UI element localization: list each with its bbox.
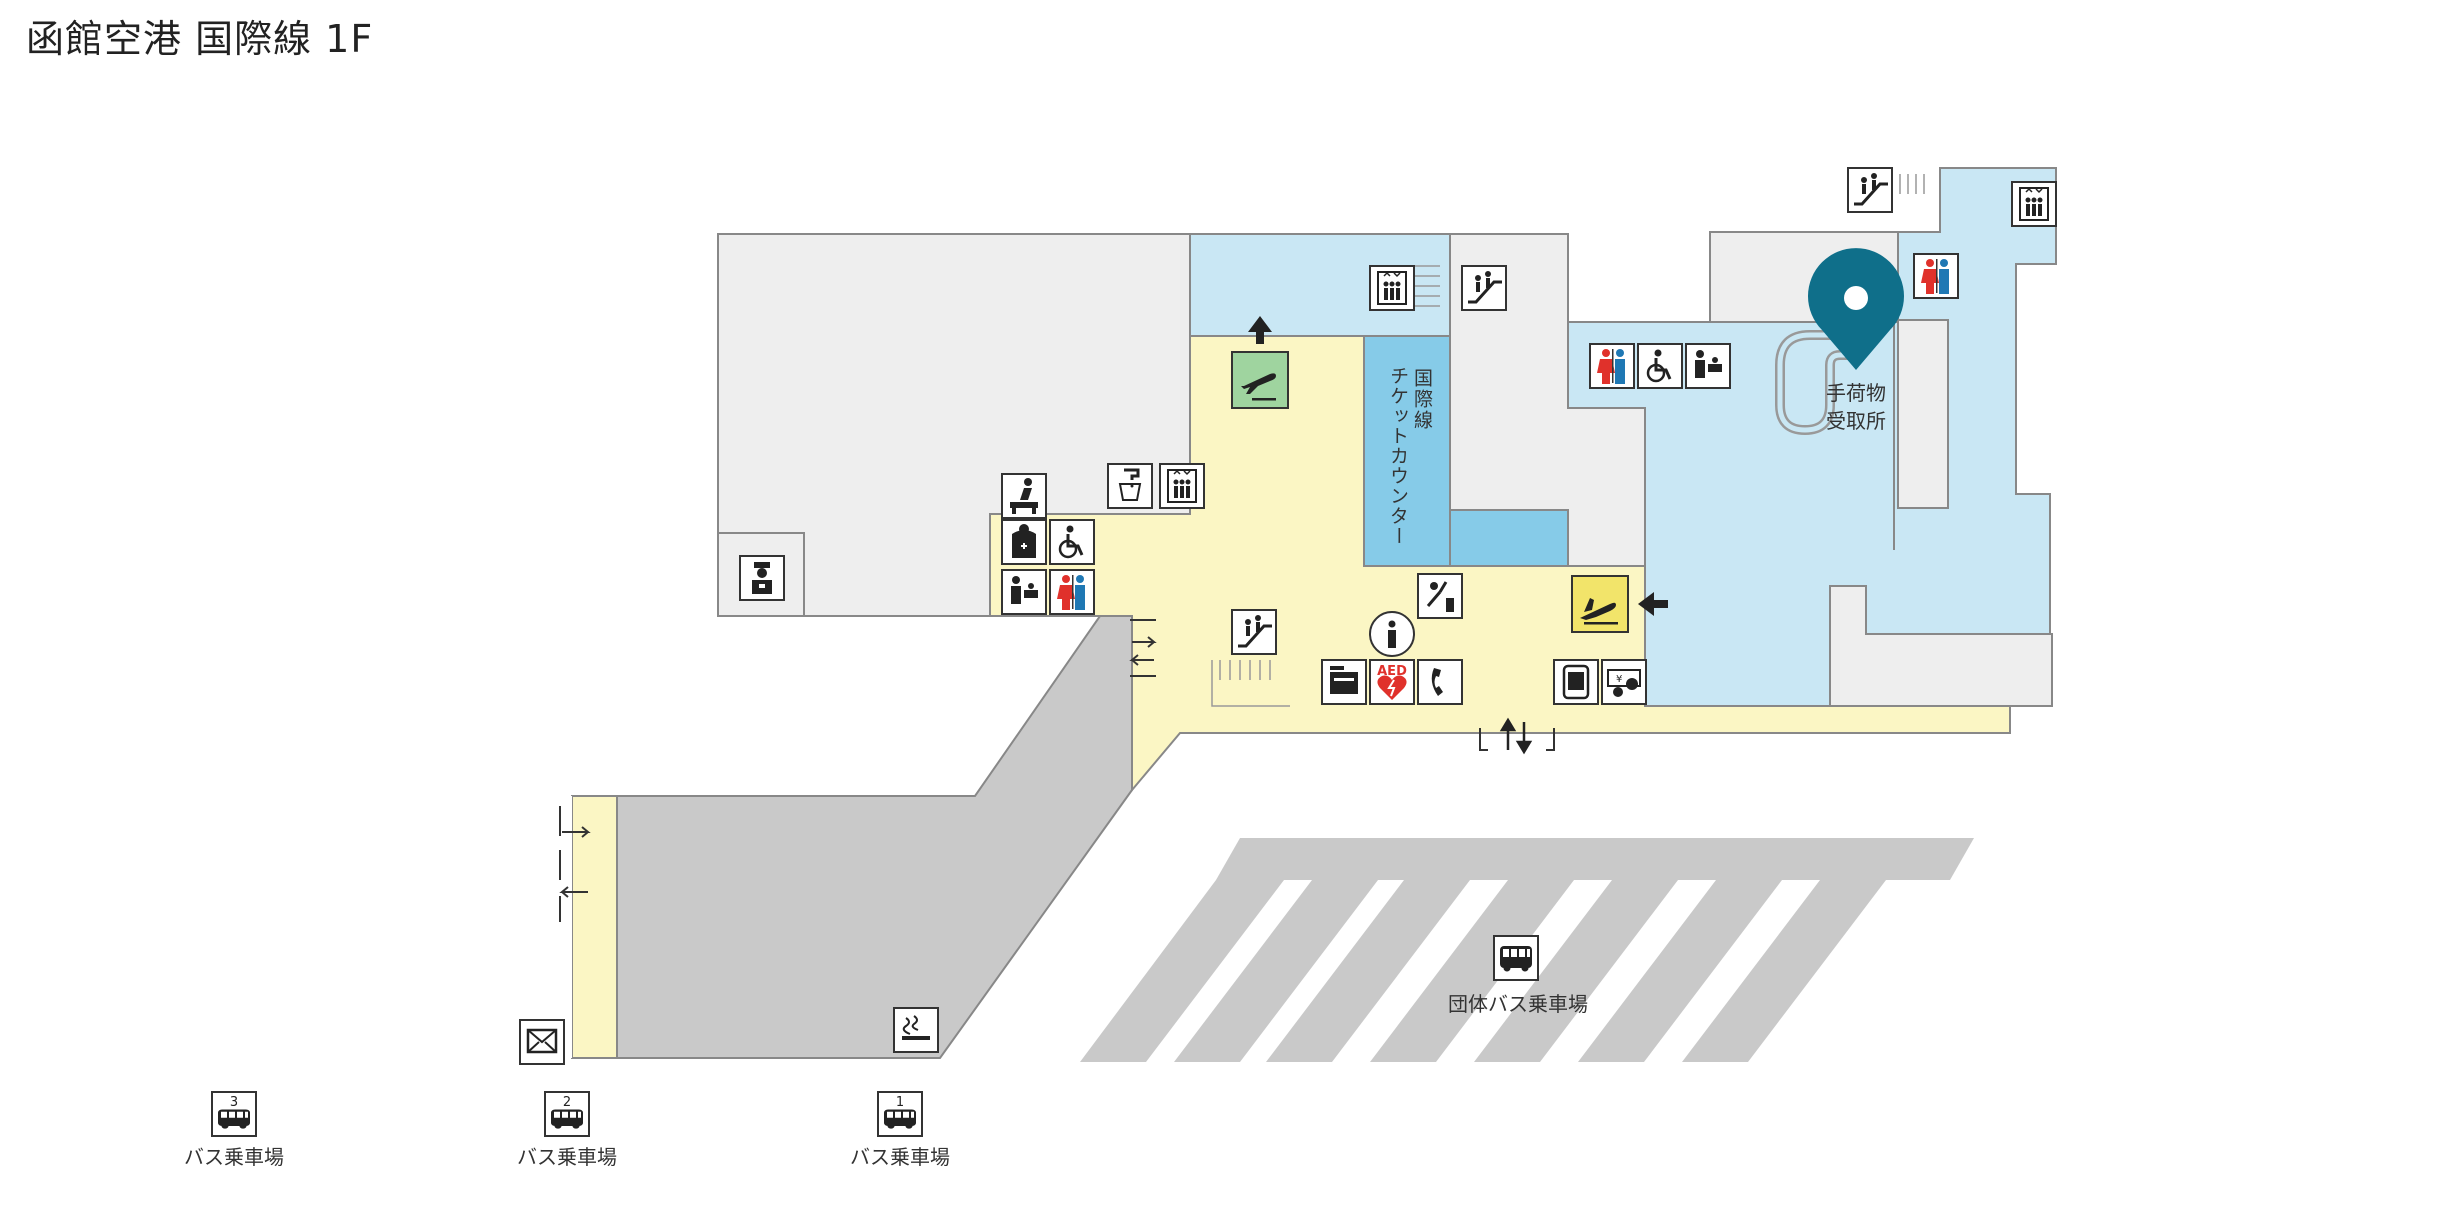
ticket-counter-label-2: チケットカウンター <box>1387 366 1409 546</box>
smoking-area-icon[interactable] <box>893 1007 939 1053</box>
bus-stop-2[interactable]: 2 <box>544 1091 590 1137</box>
telephone-icon[interactable] <box>1417 659 1463 705</box>
restroom-icon[interactable] <box>1589 343 1635 389</box>
bus-stop-label: バス乗車場 <box>517 1145 617 1169</box>
bus-stop-1[interactable]: 1 <box>877 1091 923 1137</box>
locker-icon[interactable] <box>1321 659 1367 705</box>
group-bus-parking <box>1080 838 1974 1062</box>
baby-changing-icon[interactable] <box>1001 473 1047 519</box>
nursing-room-icon[interactable] <box>1001 569 1047 615</box>
entrance-arrows-bottom <box>1499 717 1533 755</box>
baggage-claim-label-1: 手荷物 <box>1826 381 1886 405</box>
bus-stop-label: バス乗車場 <box>184 1145 284 1169</box>
elevator-icon[interactable] <box>1159 463 1205 509</box>
drinking-icon[interactable] <box>1417 573 1463 619</box>
first-aid-icon[interactable] <box>1001 519 1047 565</box>
nursing-room-icon[interactable] <box>1685 343 1731 389</box>
entrance-arrows-left <box>559 619 1555 922</box>
group-bus-label: 団体バス乗車場 <box>1448 992 1588 1016</box>
ticket-counter-label-1: 国際線 <box>1411 368 1433 431</box>
security-guard-icon[interactable] <box>739 555 785 601</box>
wheelchair-icon[interactable] <box>1637 343 1683 389</box>
location-marker-icon[interactable] <box>1808 248 1904 370</box>
arrival-icon[interactable] <box>1571 575 1629 633</box>
bus-stop-number: 3 <box>230 1095 238 1110</box>
information-icon[interactable] <box>1369 611 1415 657</box>
page-title: 函館空港 国際線 1F <box>26 17 374 61</box>
baggage-claim-label-2: 受取所 <box>1826 409 1886 433</box>
aed-label: AED <box>1377 664 1407 679</box>
escalator-icon[interactable] <box>1231 609 1277 655</box>
bus-stop-3[interactable]: 3 <box>211 1091 257 1137</box>
bus-icon[interactable] <box>1493 935 1539 981</box>
escalator-icon[interactable] <box>1461 265 1507 311</box>
bus-stop-label: バス乗車場 <box>850 1145 950 1169</box>
arrival-arrow-icon <box>1638 592 1668 616</box>
restroom-icon[interactable] <box>1913 253 1959 299</box>
wheelchair-icon[interactable] <box>1049 519 1095 565</box>
departure-icon[interactable] <box>1231 351 1289 409</box>
atm-icon[interactable] <box>1553 659 1599 705</box>
currency-exchange-icon[interactable] <box>1601 659 1647 705</box>
escalator-icon[interactable] <box>1847 167 1893 213</box>
bus-stop-number: 2 <box>563 1095 571 1110</box>
mailbox-icon[interactable] <box>519 1019 565 1065</box>
water-fountain-icon[interactable] <box>1107 463 1153 509</box>
restroom-icon[interactable] <box>1049 569 1095 615</box>
departure-arrow-icon <box>1248 316 1272 344</box>
elevator-icon[interactable] <box>2011 181 2057 227</box>
aed-icon[interactable]: AED <box>1369 659 1415 705</box>
elevator-icon[interactable] <box>1369 265 1415 311</box>
bus-stop-number: 1 <box>896 1095 904 1110</box>
